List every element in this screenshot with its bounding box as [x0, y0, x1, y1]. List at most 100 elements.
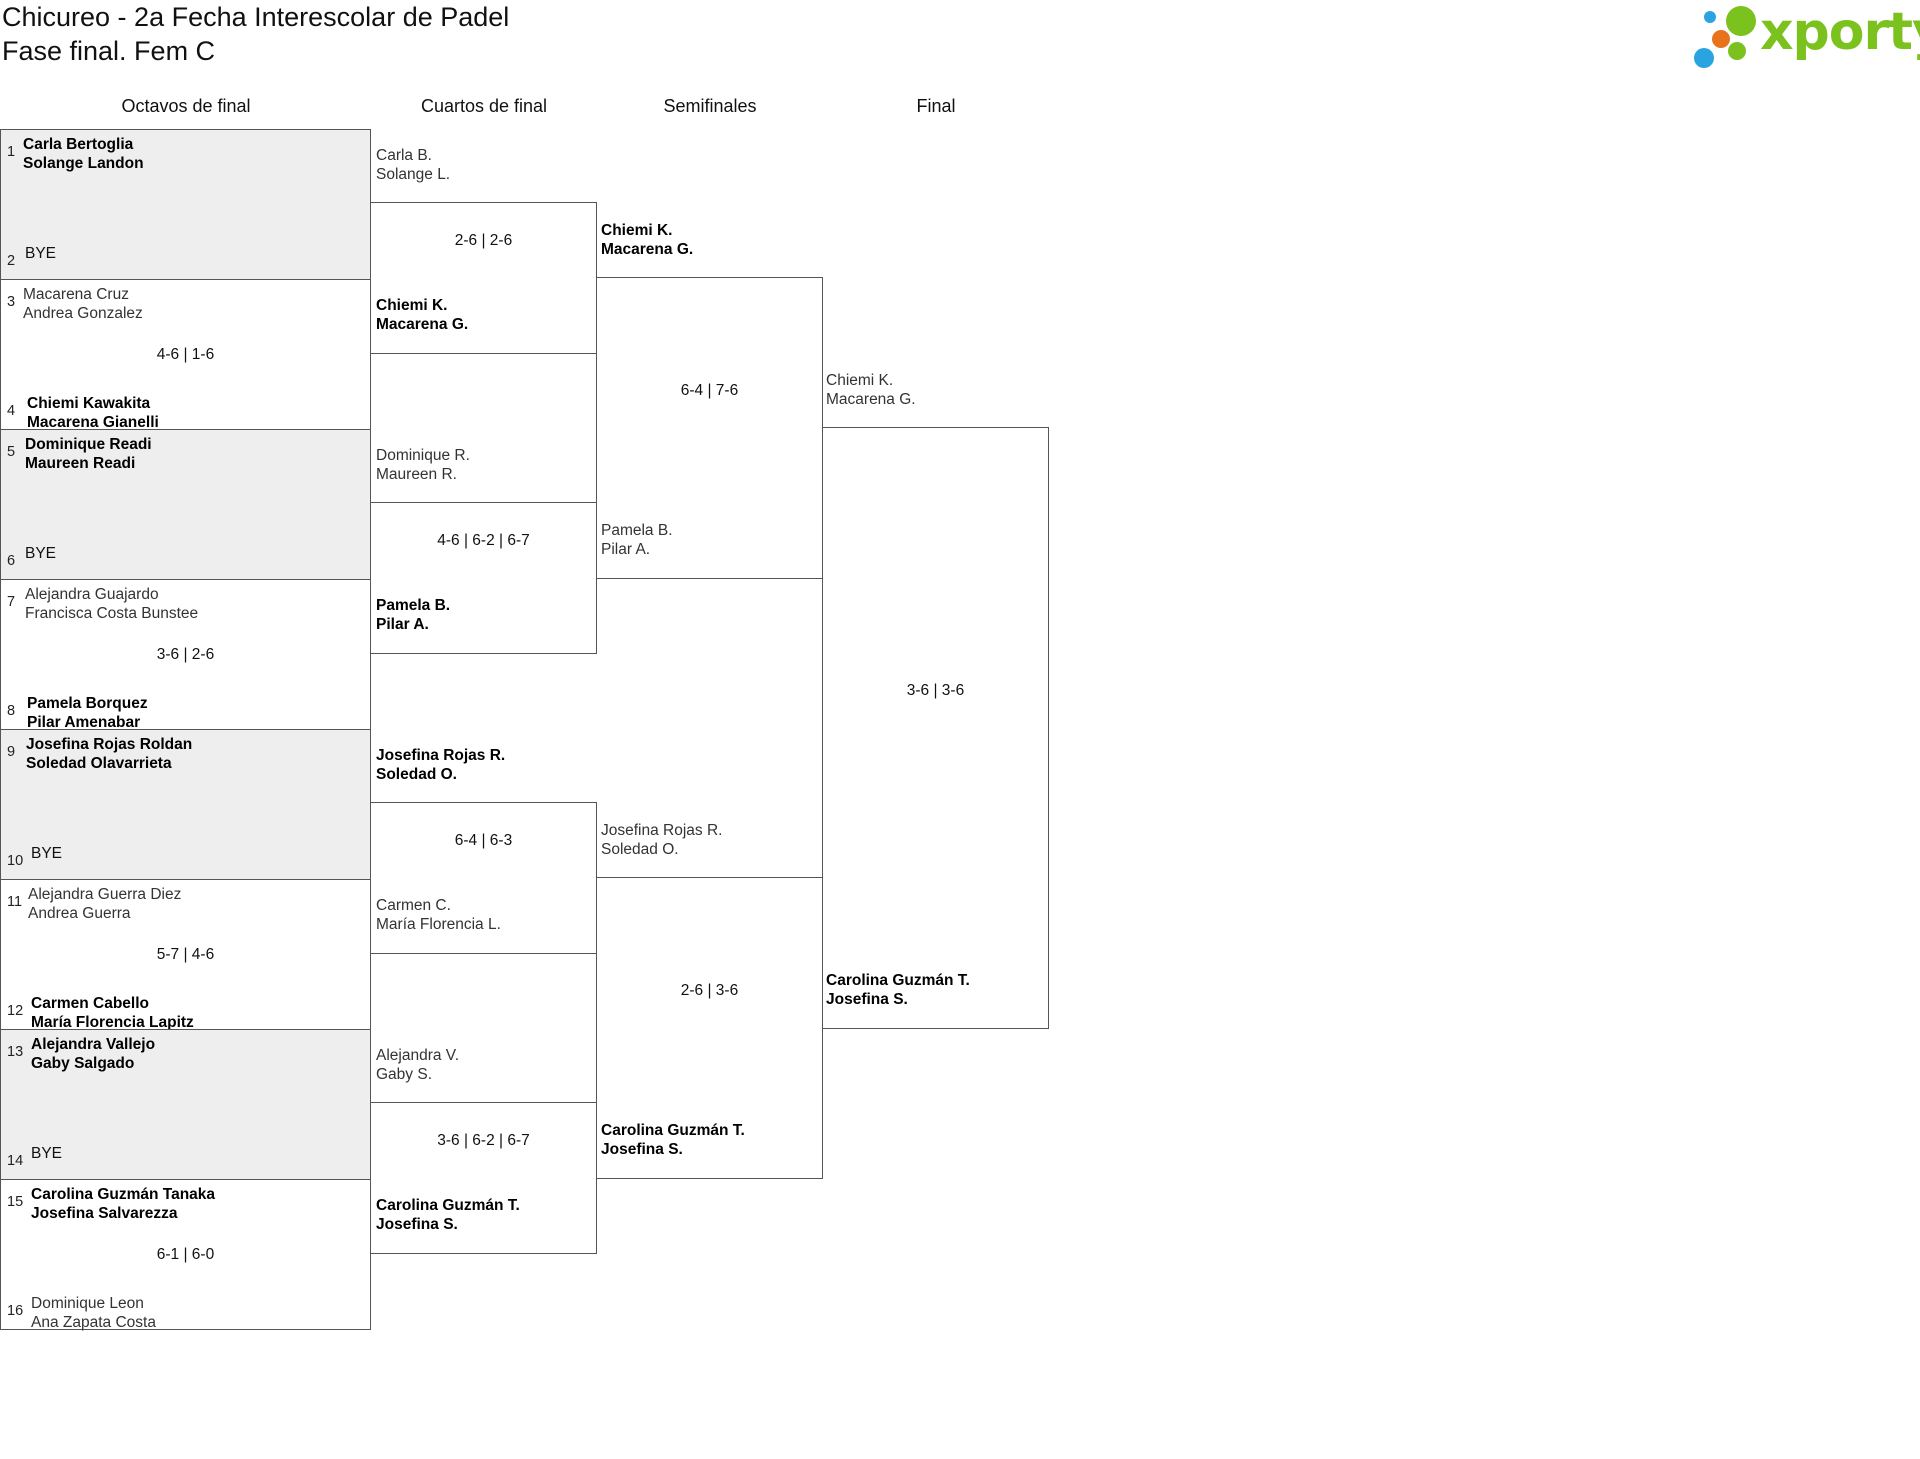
player-name: Carmen C. [376, 897, 451, 914]
semis-1-team-b[interactable]: Pamela B. Pilar A. [601, 521, 673, 559]
match-score: 2-6 | 2-6 [454, 232, 513, 249]
match-score: 3-6 | 6-2 | 6-7 [437, 1132, 530, 1149]
team-winner[interactable]: Josefina Rojas Roldan Soledad Olavarriet… [26, 735, 192, 773]
logo-dot-icon [1704, 11, 1716, 23]
match-score: 6-1 | 6-0 [156, 1246, 215, 1263]
player-name: Gaby Salgado [31, 1055, 135, 1072]
page-subtitle: Fase final. Fem C [2, 36, 216, 66]
bye-label: BYE [25, 545, 57, 562]
player-name: Chiemi Kawakita [27, 395, 151, 412]
player-name: Josefina S. [826, 991, 908, 1008]
player-name: Soledad Olavarrieta [26, 755, 172, 772]
team-winner[interactable]: Carolina Guzmán Tanaka Josefina Salvarez… [31, 1185, 215, 1223]
team-winner[interactable]: Alejandra Vallejo Gaby Salgado [31, 1035, 155, 1073]
player-name: Pamela B. [376, 597, 451, 614]
player-name: Macarena Gianelli [27, 414, 159, 431]
player-name: Pilar A. [376, 616, 429, 633]
player-name: Pamela B. [601, 522, 673, 539]
seed-number: 16 [7, 1303, 24, 1319]
team-winner[interactable]: Pamela Borquez Pilar Amenabar [27, 694, 148, 732]
player-name: Josefina Salvarezza [31, 1205, 178, 1222]
player-name: Pilar A. [601, 541, 651, 558]
player-name: Carla Bertoglia [23, 136, 134, 153]
octavos-match-1[interactable]: 1 Carla Bertoglia Solange Landon 2 BYE [0, 129, 371, 280]
cuartos-1-team-a[interactable]: Carla B. Solange L. [376, 146, 450, 184]
seed-number: 14 [7, 1153, 24, 1169]
team-winner[interactable]: Carmen Cabello María Florencia Lapitz [31, 994, 194, 1032]
octavos-match-3[interactable]: 5 Dominique Readi Maureen Readi 6 BYE [0, 429, 371, 580]
team-loser[interactable]: Macarena Cruz Andrea Gonzalez [23, 285, 143, 323]
cuartos-2-team-b-winner[interactable]: Pamela B. Pilar A. [376, 596, 450, 634]
player-name: Carolina Guzmán T. [376, 1197, 520, 1214]
bye-label: BYE [31, 1145, 63, 1162]
bye-label: BYE [25, 245, 57, 262]
player-name: Alejandra Guajardo [25, 586, 159, 603]
seed-number: 8 [7, 703, 16, 719]
team-winner[interactable]: Dominique Readi Maureen Readi [25, 435, 152, 473]
round-header-final: Final [916, 96, 956, 116]
octavos-match-6[interactable]: 11 Alejandra Guerra Diez Andrea Guerra 5… [0, 879, 371, 1032]
octavos-match-7[interactable]: 13 Alejandra Vallejo Gaby Salgado 14 BYE [0, 1029, 371, 1180]
seed-number: 1 [7, 144, 16, 160]
player-name: Chiemi K. [826, 372, 894, 389]
player-name: María Florencia L. [376, 916, 501, 933]
player-name: Gaby S. [376, 1066, 432, 1083]
player-name: Carolina Guzmán T. [601, 1122, 745, 1139]
team-loser[interactable]: Alejandra Guerra Diez Andrea Guerra [28, 885, 181, 923]
player-name: Ana Zapata Costa [31, 1314, 156, 1331]
cuartos-1-team-b-winner[interactable]: Chiemi K. Macarena G. [376, 296, 468, 334]
team-winner[interactable]: Carla Bertoglia Solange Landon [23, 135, 144, 173]
cuartos-3-team-a-winner[interactable]: Josefina Rojas R. Soledad O. [376, 746, 505, 784]
player-name: Macarena G. [826, 391, 916, 408]
semis-2-team-b-winner[interactable]: Carolina Guzmán T. Josefina S. [601, 1121, 745, 1159]
seed-number: 4 [7, 403, 16, 419]
octavos-match-2[interactable]: 3 Macarena Cruz Andrea Gonzalez 4-6 | 1-… [0, 279, 371, 432]
logo-dot-icon [1712, 30, 1730, 48]
player-name: Macarena G. [376, 316, 469, 333]
octavos-match-5[interactable]: 9 Josefina Rojas Roldan Soledad Olavarri… [0, 729, 371, 880]
seed-number: 11 [7, 894, 23, 910]
player-name: Solange Landon [23, 155, 144, 172]
player-name: Carolina Guzmán T. [826, 972, 970, 989]
player-name: Carmen Cabello [31, 995, 150, 1012]
final-match-connector [822, 427, 1049, 1029]
seed-number: 15 [7, 1194, 24, 1210]
seed-number: 3 [7, 294, 16, 310]
semis-1-team-a-winner[interactable]: Chiemi K. Macarena G. [601, 221, 693, 259]
player-name: Carolina Guzmán Tanaka [31, 1186, 216, 1203]
player-name: Josefina S. [601, 1141, 683, 1158]
match-score: 4-6 | 1-6 [156, 346, 215, 363]
octavos-match-8[interactable]: 15 Carolina Guzmán Tanaka Josefina Salva… [0, 1179, 371, 1332]
seed-number: 10 [7, 853, 24, 869]
cuartos-2-team-a[interactable]: Dominique R. Maureen R. [376, 446, 470, 484]
round-header-octavos: Octavos de final [121, 96, 251, 116]
player-name: Dominique R. [376, 447, 470, 464]
player-name: Josefina S. [376, 1216, 458, 1233]
semis-2-team-a[interactable]: Josefina Rojas R. Soledad O. [601, 821, 722, 859]
cuartos-4-team-b-winner[interactable]: Carolina Guzmán T. Josefina S. [376, 1196, 520, 1234]
player-name: Solange L. [376, 166, 451, 183]
octavos-match-4[interactable]: 7 Alejandra Guajardo Francisca Costa Bun… [0, 579, 371, 732]
team-loser[interactable]: Alejandra Guajardo Francisca Costa Bunst… [25, 585, 198, 623]
final-team-a[interactable]: Chiemi K. Macarena G. [826, 371, 916, 409]
player-name: Alejandra Vallejo [31, 1036, 156, 1053]
logo-wordmark: xporty [1760, 2, 1920, 62]
player-name: Alejandra Guerra Diez [28, 886, 182, 903]
seed-number: 6 [7, 553, 16, 569]
cuartos-4-team-a[interactable]: Alejandra V. Gaby S. [376, 1046, 459, 1084]
team-winner[interactable]: Chiemi Kawakita Macarena Gianelli [27, 394, 159, 432]
player-name: Alejandra V. [376, 1047, 460, 1064]
match-score: 4-6 | 6-2 | 6-7 [437, 532, 530, 549]
seed-number: 7 [7, 594, 16, 610]
cuartos-3-team-b[interactable]: Carmen C. María Florencia L. [376, 896, 501, 934]
round-header-cuartos: Cuartos de final [420, 96, 548, 116]
match-score: 6-4 | 7-6 [680, 382, 739, 399]
seed-number: 12 [7, 1003, 24, 1019]
xporty-logo[interactable]: xporty [1690, 4, 1920, 68]
player-name: Pilar Amenabar [27, 714, 141, 731]
match-score: 2-6 | 3-6 [680, 982, 739, 999]
final-team-b-winner[interactable]: Carolina Guzmán T. Josefina S. [826, 971, 970, 1009]
logo-dot-icon [1694, 48, 1714, 68]
seed-number: 2 [7, 253, 16, 269]
team-loser[interactable]: Dominique Leon Ana Zapata Costa [31, 1294, 156, 1332]
